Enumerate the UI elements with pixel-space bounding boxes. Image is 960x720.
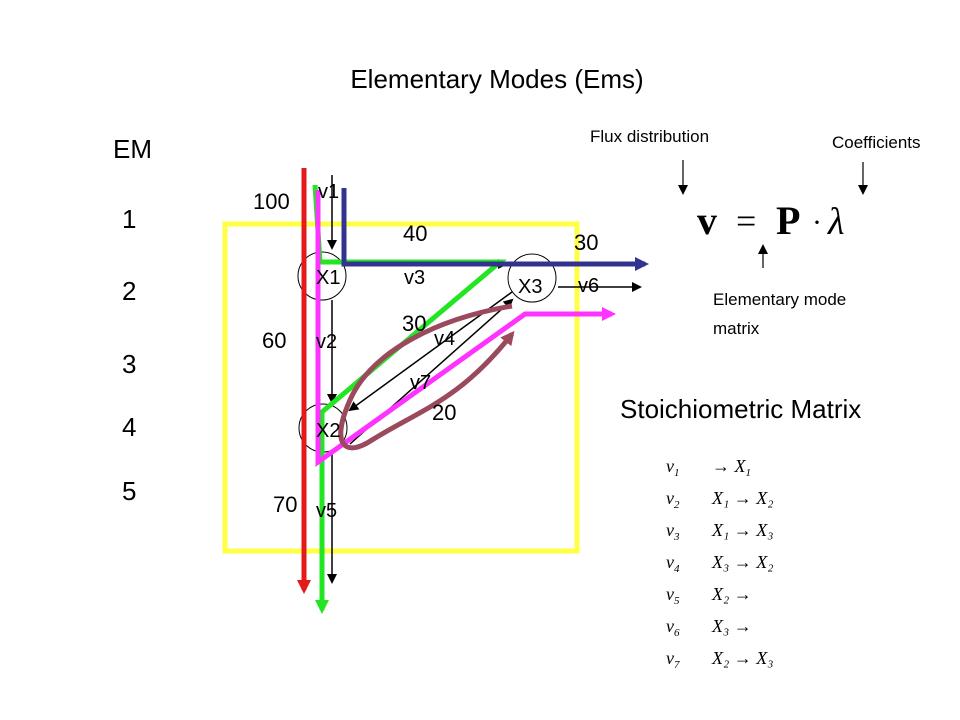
metabolite-label-x1: X1 (316, 267, 340, 289)
flux-distribution-label: Flux distribution (590, 127, 709, 146)
flux-value-v4: 30 (402, 311, 426, 336)
flux-value-v1: 100 (253, 189, 290, 214)
stoich-row-7: v7 X₂ → X₃ (666, 648, 774, 671)
reaction-label-v3: v3 (404, 267, 425, 289)
stoich-reaction-2: v2 (666, 488, 680, 511)
equation-v: v (697, 198, 717, 243)
em-number-1: 1 (122, 204, 136, 234)
reaction-label-v7: v7 (410, 372, 431, 394)
em-number-3: 3 (122, 349, 136, 379)
stoich-row-3: v3 X₁ → X₃ (666, 520, 774, 543)
mode-path-3 (315, 190, 616, 467)
coefficients-label: Coefficients (832, 133, 921, 152)
page-title: Elementary Modes (Ems) (350, 64, 643, 94)
metabolite-label-x2: X2 (316, 420, 340, 442)
em-number-4: 4 (122, 412, 136, 442)
metabolite-label-x3: X3 (518, 276, 542, 298)
em-number-5: 5 (122, 476, 136, 506)
yellow-frame (222, 221, 580, 554)
stoich-row-5: v5 X₂ → (666, 584, 752, 607)
reaction-label-v5: v5 (316, 500, 337, 522)
equation-dot: · (812, 206, 822, 239)
equation-lambda: λ (827, 201, 844, 243)
reaction-label-v2: v2 (316, 331, 337, 353)
reaction-label-v1: v1 (318, 181, 339, 203)
stoich-reaction-1: v1 (666, 456, 680, 479)
flux-value-v7: 20 (432, 400, 456, 425)
em-matrix-label-line2: matrix (713, 319, 760, 338)
stoichiometry-list: v1 → X1 v2 X₁ → X₂ v3 X₁ → X₃ v4 X₃ → X₂… (666, 456, 774, 671)
flux-value-v5: 70 (273, 492, 297, 517)
em-number-2: 2 (122, 276, 136, 306)
stoich-equation-6: X₃ → (711, 616, 752, 636)
stoich-equation-7: X₂ → X₃ (711, 648, 774, 668)
em-header: EM (113, 134, 152, 164)
stoich-row-6: v6 X₃ → (666, 616, 752, 639)
stoich-reaction-6: v6 (666, 616, 680, 639)
stoich-reaction-5: v5 (666, 584, 680, 607)
stoich-row-4: v4 X₃ → X₂ (666, 552, 774, 575)
flux-value-v6: 30 (574, 230, 598, 255)
stoich-reaction-3: v3 (666, 520, 680, 543)
stoich-row-2: v2 X₁ → X₂ (666, 488, 774, 511)
stoich-reaction-7: v7 (666, 648, 680, 671)
equation-p: P (776, 198, 800, 243)
stoich-equation-4: X₃ → X₂ (711, 552, 774, 572)
stoichiometric-matrix-title: Stoichiometric Matrix (620, 394, 861, 424)
stoich-equation-3: X₁ → X₃ (711, 520, 774, 540)
stoich-equation-1: → X1 (712, 456, 751, 479)
flux-value-v3: 40 (403, 221, 427, 246)
em-matrix-label-line1: Elementary mode (713, 290, 846, 309)
metabolite-node-x3 (507, 253, 557, 303)
mode-path-4 (341, 188, 649, 271)
mode-path-5 (338, 303, 515, 451)
flux-value-v2: 60 (262, 328, 286, 353)
metabolite-node-x1 (297, 251, 347, 301)
stoich-equation-2: X₁ → X₂ (711, 488, 774, 508)
reaction-label-v4: v4 (434, 328, 455, 350)
equation-equals: = (736, 201, 756, 241)
reaction-label-v6: v6 (578, 275, 599, 297)
stoich-row-1: v1 → X1 (666, 456, 751, 479)
stoich-equation-5: X₂ → (711, 584, 752, 604)
stoich-reaction-4: v4 (666, 552, 680, 575)
